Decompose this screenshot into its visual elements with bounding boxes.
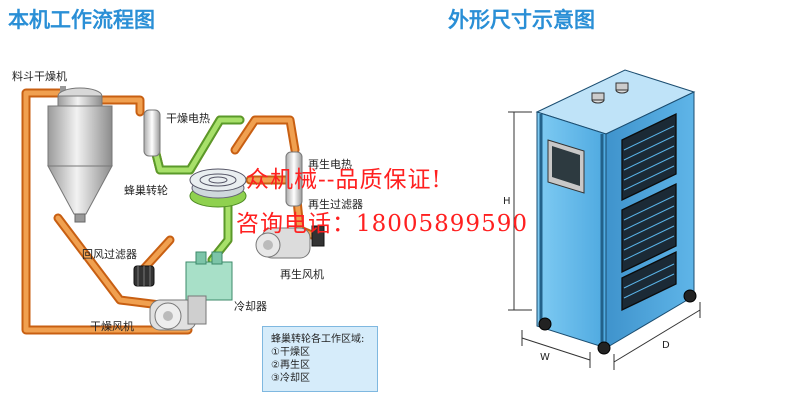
cooler	[185, 251, 233, 301]
caster-wheels	[538, 289, 697, 355]
honeycomb-rotor	[189, 168, 247, 208]
regen-blower	[255, 225, 325, 259]
honeycomb-rotor-label: 蜂巢转轮	[124, 184, 168, 197]
regen-heater-label: 再生电热	[308, 158, 352, 171]
regen-filter-label: 再生过滤器	[308, 198, 363, 211]
rotor-zone-legend: 蜂巢转轮各工作区域: ①干燥区 ②再生区 ③冷却区	[262, 326, 378, 392]
watermark-quality-line: 众机械--品质保证!	[246, 167, 442, 193]
control-screen	[547, 139, 585, 194]
dimension-lines	[508, 111, 701, 370]
hopper-dryer	[47, 86, 113, 223]
return-filter-label: 回风过滤器	[82, 248, 137, 261]
dimension-diagram-title: 外形尺寸示意图	[448, 8, 595, 32]
legend-item-regen-zone: ②再生区	[271, 360, 310, 371]
regen-blower-label: 再生风机	[280, 268, 324, 281]
watermark-phone-line: 咨询电话：18005899590	[236, 211, 528, 237]
dry-blower	[149, 295, 207, 331]
dry-heater-label: 干燥电热	[166, 112, 210, 125]
cooler-label: 冷却器	[234, 300, 267, 313]
regen-heater-tube	[285, 151, 303, 207]
return-filter	[133, 265, 155, 287]
width-dimension-label: W	[540, 352, 550, 363]
dry-heater-tube	[143, 109, 161, 157]
hopper-dryer-label: 料斗干燥机	[12, 70, 67, 83]
legend-item-dry-zone: ①干燥区	[271, 347, 310, 358]
flow-diagram-title: 本机工作流程图	[8, 8, 155, 32]
depth-dimension-label: D	[662, 340, 670, 351]
height-dimension-label: H	[503, 196, 511, 207]
legend-item-cool-zone: ③冷却区	[271, 373, 310, 384]
legend-heading: 蜂巢转轮各工作区域:	[271, 334, 365, 345]
dry-blower-label: 干燥风机	[90, 320, 134, 333]
vent-grilles	[621, 112, 677, 312]
